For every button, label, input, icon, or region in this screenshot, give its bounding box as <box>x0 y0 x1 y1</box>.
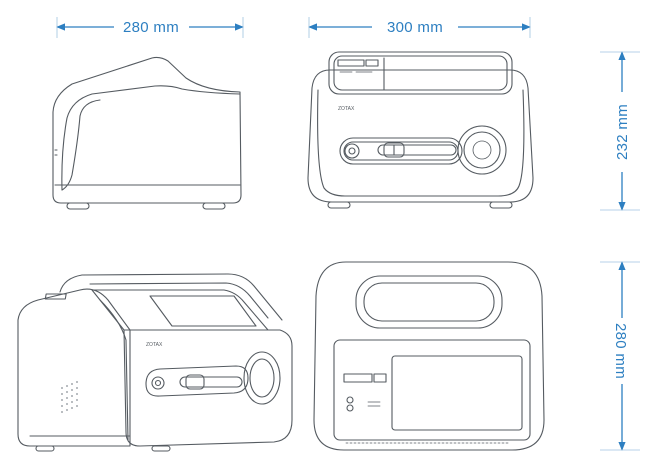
dimension-width-top: 300 mm <box>308 17 531 38</box>
top-view-indicator-icon <box>346 396 354 404</box>
dimension-depth-right: 280 mm <box>600 261 640 451</box>
iso-foot-left <box>35 445 55 452</box>
iso-left-knob <box>151 376 165 390</box>
iso-main-dial <box>243 351 281 405</box>
front-foot-right <box>489 201 513 209</box>
dimension-label-height-right: 232 mm <box>614 104 631 160</box>
iso-foot-right <box>151 445 171 452</box>
front-view: ZOTAX <box>307 51 534 209</box>
front-left-knob <box>344 143 360 159</box>
iso-control-track <box>145 365 249 397</box>
top-view <box>313 261 545 451</box>
front-slider-handle <box>383 142 405 158</box>
top-view-panel <box>333 339 531 441</box>
side-view-foot-right <box>202 202 226 210</box>
top-view-port <box>343 373 373 383</box>
front-control-track <box>339 137 463 165</box>
front-view-handle <box>328 51 513 95</box>
isometric-view: ZOTAX <box>17 273 293 452</box>
front-view-body <box>307 69 534 203</box>
side-view-handle-contour <box>61 85 241 191</box>
front-main-dial <box>457 125 507 175</box>
front-brand-label: ZOTAX <box>338 106 355 112</box>
top-view-body <box>313 261 545 451</box>
iso-slider-handle <box>185 374 205 390</box>
side-view <box>52 56 242 210</box>
front-foot-left <box>327 201 351 209</box>
side-view-foot-left <box>66 202 90 210</box>
iso-left-side <box>17 288 131 447</box>
iso-handle-arch <box>59 273 283 321</box>
dimension-label-depth-right: 280 mm <box>612 323 629 379</box>
dimension-height-right: 232 mm <box>600 51 640 211</box>
iso-top-panel <box>91 289 269 331</box>
top-view-handle-opening <box>355 275 503 329</box>
side-view-body <box>52 56 242 204</box>
iso-speaker-grille <box>61 381 78 413</box>
dimension-label-width-top: 300 mm <box>387 19 443 36</box>
top-view-display-window <box>391 355 523 431</box>
iso-brand-label: ZOTAX <box>146 342 163 348</box>
dimension-depth-top: 280 mm <box>56 17 244 38</box>
front-slider-rail <box>377 144 457 156</box>
iso-front-face <box>123 329 293 447</box>
side-view-inner-contour <box>61 99 101 191</box>
dimension-label-depth-top: 280 mm <box>123 19 179 36</box>
